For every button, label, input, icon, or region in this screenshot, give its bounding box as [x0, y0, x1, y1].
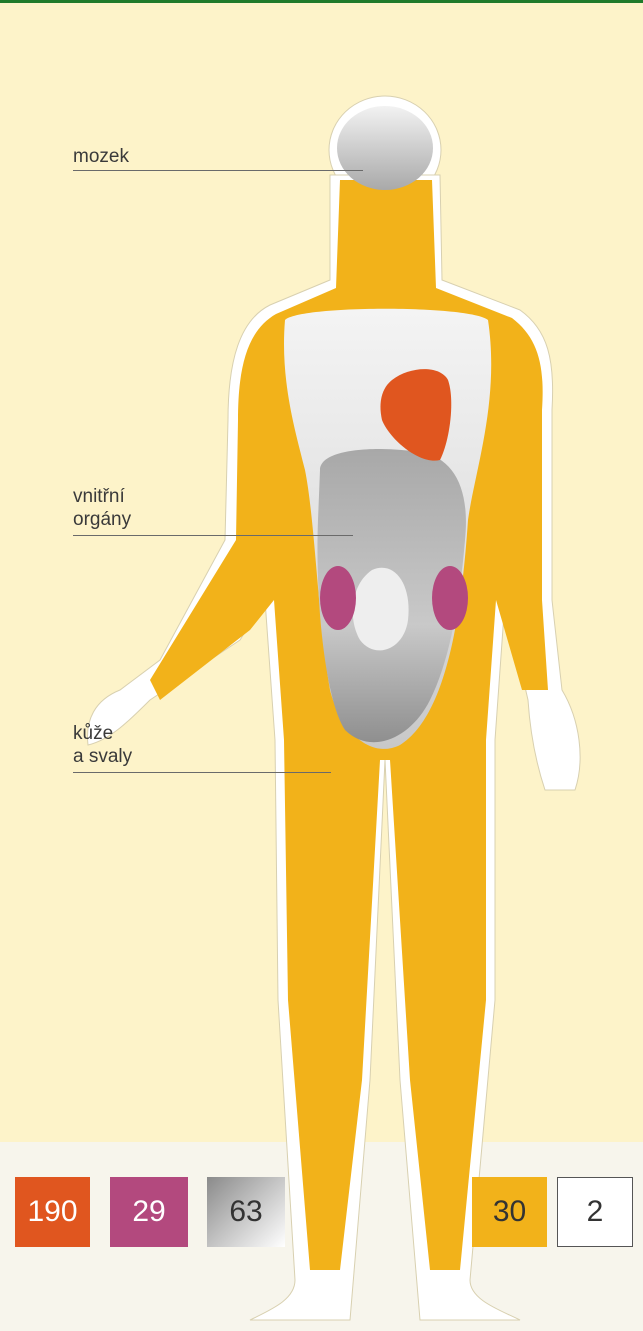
label-brain: mozek [73, 145, 129, 168]
value-skin-muscles: 30 [493, 1195, 526, 1229]
value-kidneys: 29 [132, 1195, 165, 1229]
label-internal-organs: vnitřní orgány [73, 485, 131, 531]
value-box-other: 2 [557, 1177, 633, 1247]
value-internal-organs: 63 [229, 1195, 262, 1229]
value-heart: 190 [27, 1195, 77, 1229]
value-box-kidneys: 29 [110, 1177, 188, 1247]
leader-brain [73, 170, 363, 171]
value-other: 2 [587, 1195, 604, 1229]
leader-skin-muscles [73, 772, 331, 773]
brain-region [337, 106, 433, 190]
value-box-heart: 190 [15, 1177, 90, 1247]
label-skin-muscles: kůže a svaly [73, 722, 132, 768]
value-box-skin-muscles: 30 [472, 1177, 547, 1247]
right-kidney-region [432, 566, 468, 630]
leader-internal-organs [73, 535, 353, 536]
left-kidney-region [320, 566, 356, 630]
value-box-internal-organs: 63 [207, 1177, 285, 1247]
